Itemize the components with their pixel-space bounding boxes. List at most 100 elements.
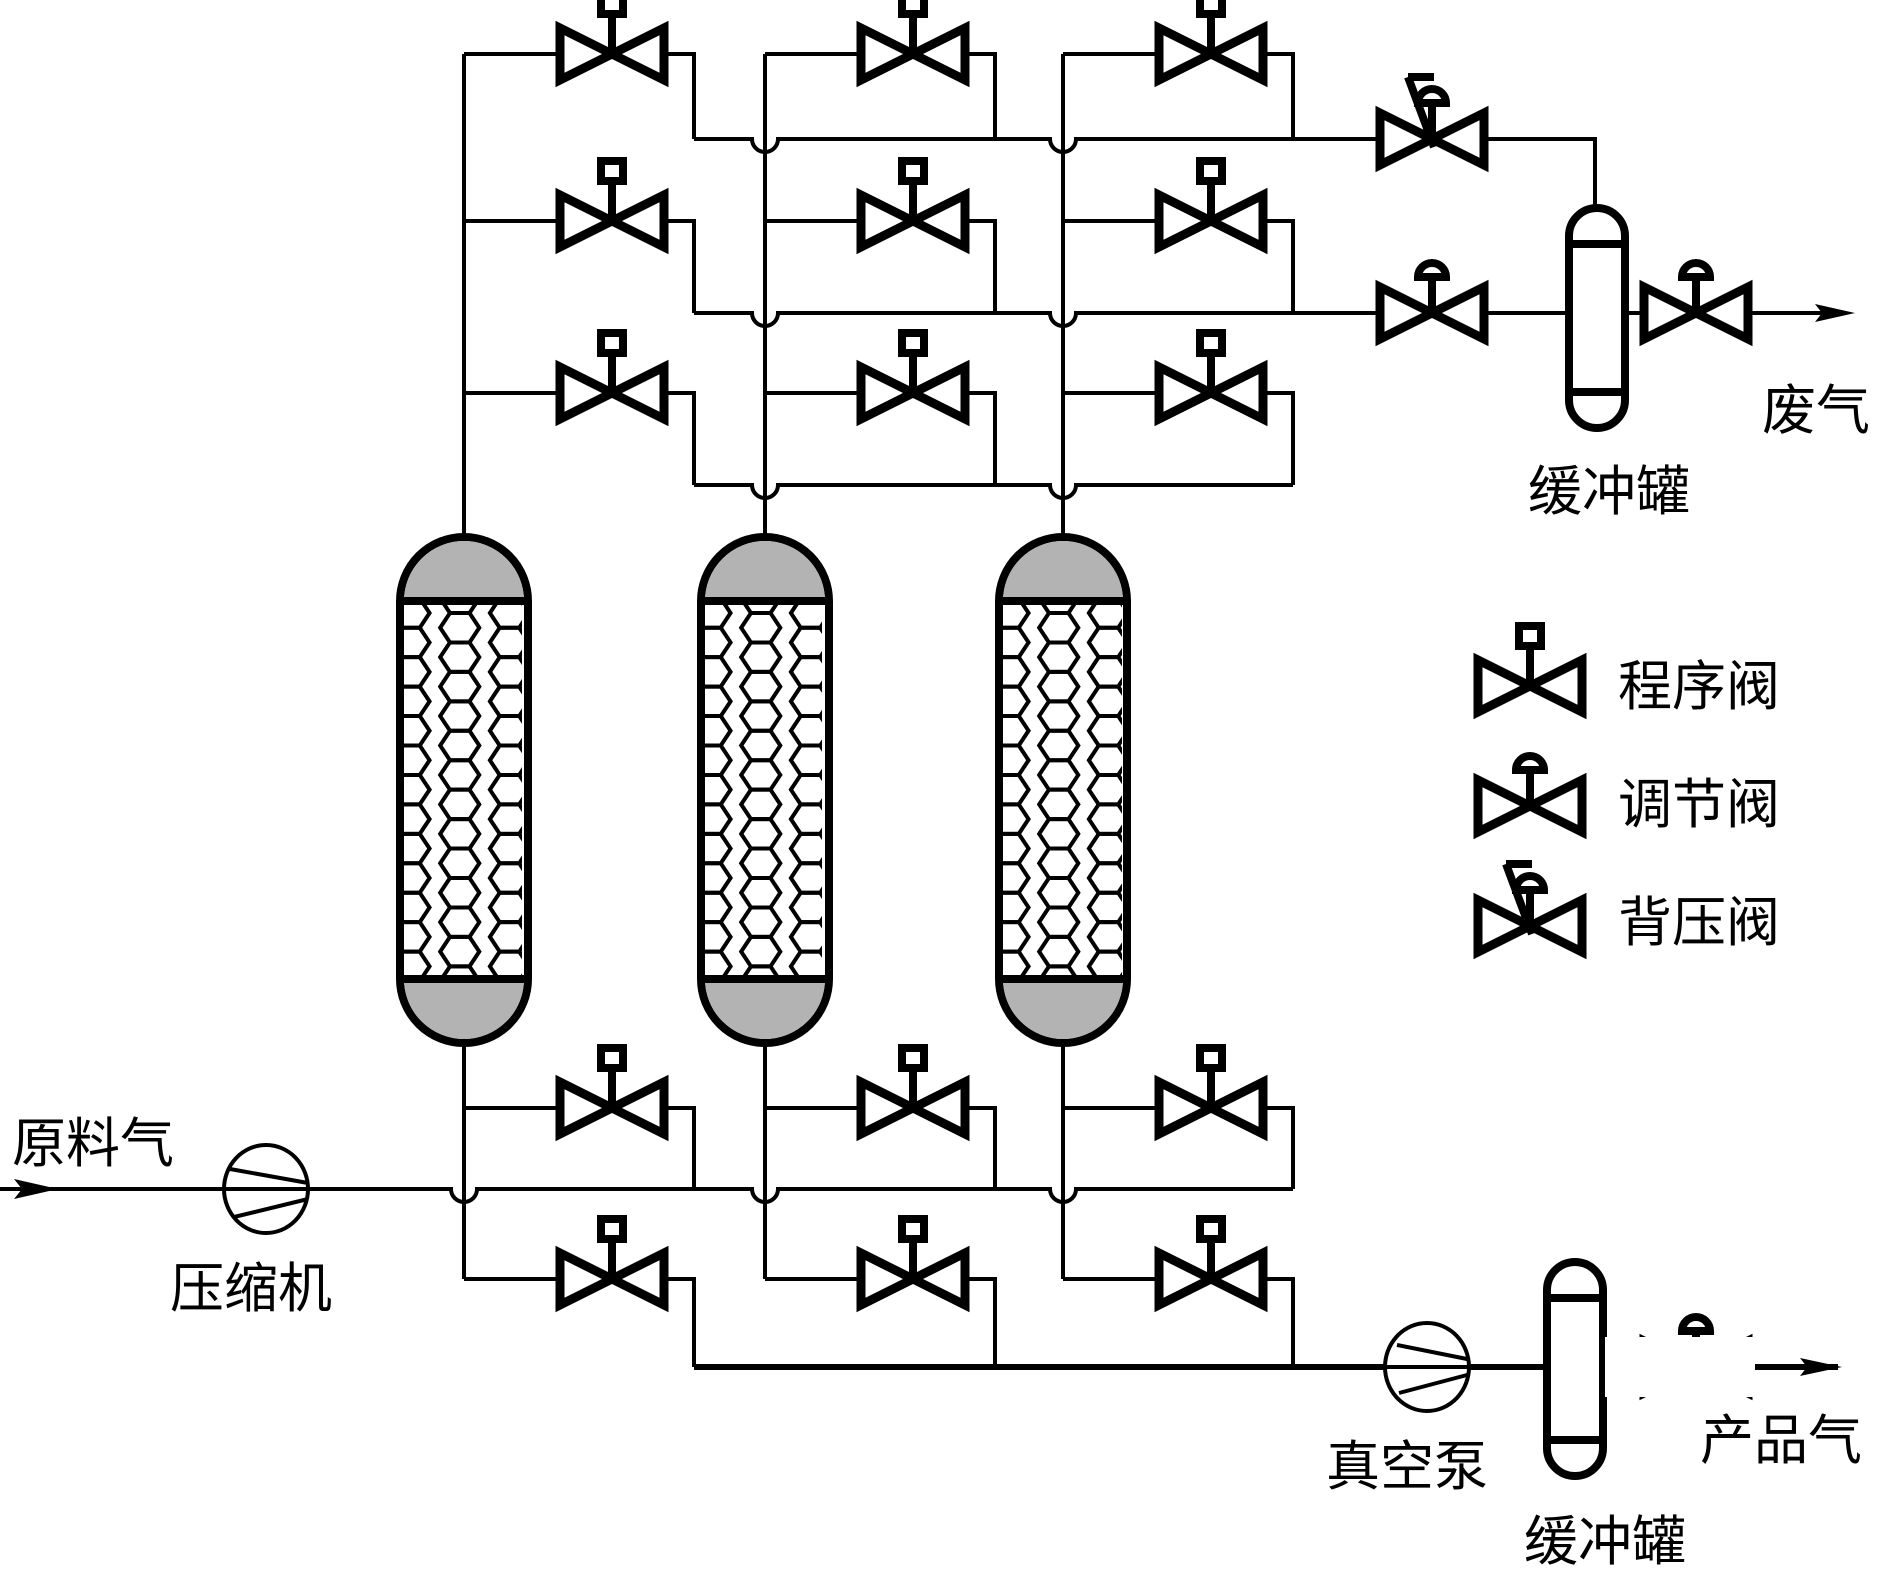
adsorbent-hex (940, 907, 979, 936)
adsorbent-hex (940, 760, 979, 789)
adsorbent-hex (642, 731, 681, 760)
adsorbent-hex (1238, 672, 1277, 701)
feed-manifold (0, 1187, 1293, 1204)
adsorbent-hex (642, 937, 681, 966)
compressor-icon (222, 1143, 310, 1235)
adsorbent-hex (841, 701, 880, 730)
adsorbent-hex (940, 731, 979, 760)
adsorbent-hex (940, 672, 979, 701)
valve-outlet (1263, 1277, 1295, 1367)
adsorbent-hex (890, 775, 929, 804)
adsorbent-hex (841, 672, 880, 701)
adsorbent-hex (642, 996, 681, 1025)
adsorbent-hex (589, 863, 628, 892)
solenoid-actuator-icon (1515, 622, 1545, 650)
adsorbent-hex (540, 701, 579, 730)
adsorbent-hex (639, 760, 678, 789)
adsorbent-hex (639, 701, 678, 730)
adsorbent-hex (1238, 790, 1277, 819)
adsorbent-hex (639, 996, 678, 1025)
adsorbent-hex (487, 949, 522, 980)
program-valve (1154, 0, 1268, 88)
adsorbent-hex (1188, 775, 1227, 804)
program-valve (555, 329, 669, 427)
adsorbent-hex (841, 760, 880, 789)
adsorbent-hex (1238, 878, 1277, 907)
adsorbent-hex (639, 966, 678, 995)
adsorbent-hex (589, 628, 628, 657)
adsorbent-hex (940, 849, 979, 878)
adsorbent-hex (940, 849, 979, 878)
product-gas-label: 产品气 (1700, 1409, 1862, 1472)
adsorbent-hex (1139, 878, 1178, 907)
adsorbent-hex (940, 642, 979, 671)
program-valve-feed (555, 1044, 669, 1142)
buffer-tank-shell (1543, 1258, 1607, 1480)
adsorbent-hex (642, 701, 681, 730)
waste-gas-arrow-icon (1815, 304, 1855, 322)
solenoid-actuator-icon (1196, 0, 1226, 18)
adsorbent-hex (540, 907, 579, 936)
adsorbent-hex (639, 613, 678, 642)
adsorbent-hex (890, 981, 929, 1010)
buffer-tank-top-label: 缓冲罐 (1528, 460, 1690, 523)
solenoid-actuator-icon (898, 0, 928, 18)
vessel-top-head (1003, 541, 1123, 601)
adsorbent-hex (642, 907, 681, 936)
adsorbent-hex (540, 613, 579, 642)
adsorbent-hex (341, 937, 380, 966)
adsorbent-hex (589, 746, 628, 775)
adsorbent-hex (540, 642, 579, 671)
adsorbent-hex (940, 878, 979, 907)
diaphragm-actuator-icon (1511, 752, 1549, 774)
adsorbent-hex (940, 790, 979, 819)
feed-gas-arrow-icon (14, 1179, 58, 1199)
adsorbent-hex (940, 584, 979, 613)
valve-outlet (1263, 1106, 1295, 1189)
adsorbent-hex (639, 878, 678, 907)
adsorbent-hex (1139, 701, 1178, 730)
valve-outlet (965, 391, 997, 485)
adsorbent-hex (642, 966, 681, 995)
adsorbent-hex (841, 613, 880, 642)
adsorbent-hex (642, 819, 681, 848)
adsorbent-hex (1139, 760, 1178, 789)
adsorbent-hex (639, 790, 678, 819)
adsorbent-hex (589, 775, 628, 804)
adsorbent-hex (1188, 922, 1227, 951)
diaphragm-actuator-icon (1677, 259, 1715, 281)
product-gas-arrow-icon (1800, 1358, 1842, 1376)
program-valve-feed (856, 1044, 970, 1142)
valve-outlet (664, 1106, 696, 1189)
adsorbent-hex (1139, 937, 1178, 966)
adsorbent-hex (841, 642, 880, 671)
adsorbent-hex (589, 569, 628, 598)
adsorbent-hex (1238, 584, 1277, 613)
adsorbent-hex (890, 922, 929, 951)
adsorbent-hex (1188, 834, 1227, 863)
solenoid-actuator-icon (1196, 1044, 1226, 1072)
adsorbent-hex (890, 569, 929, 598)
adsorbent-hex (642, 760, 681, 789)
program-valve (1154, 157, 1268, 255)
adsorbent-hex (890, 687, 929, 716)
adsorbent-hex (341, 731, 380, 760)
control-valve-waste (1375, 259, 1489, 347)
adsorbent-hex (1238, 613, 1277, 642)
adsorbent-hex (940, 996, 979, 1025)
adsorbent-hex (940, 966, 979, 995)
valve-outlet (1263, 391, 1295, 485)
adsorbent-hex (890, 716, 929, 745)
solenoid-actuator-icon (1196, 157, 1226, 185)
solenoid-actuator-icon (597, 329, 627, 357)
adsorbent-hex (341, 966, 380, 995)
adsorbent-hex (540, 790, 579, 819)
solenoid-actuator-icon (597, 1044, 627, 1072)
vessel-bottom-head (705, 979, 825, 1039)
adsorbent-hex (589, 922, 628, 951)
adsorbent-hex (1139, 849, 1178, 878)
adsorbent-hex (402, 949, 432, 980)
adsorbent-hex (1238, 760, 1277, 789)
valve-outlet (1263, 52, 1295, 139)
